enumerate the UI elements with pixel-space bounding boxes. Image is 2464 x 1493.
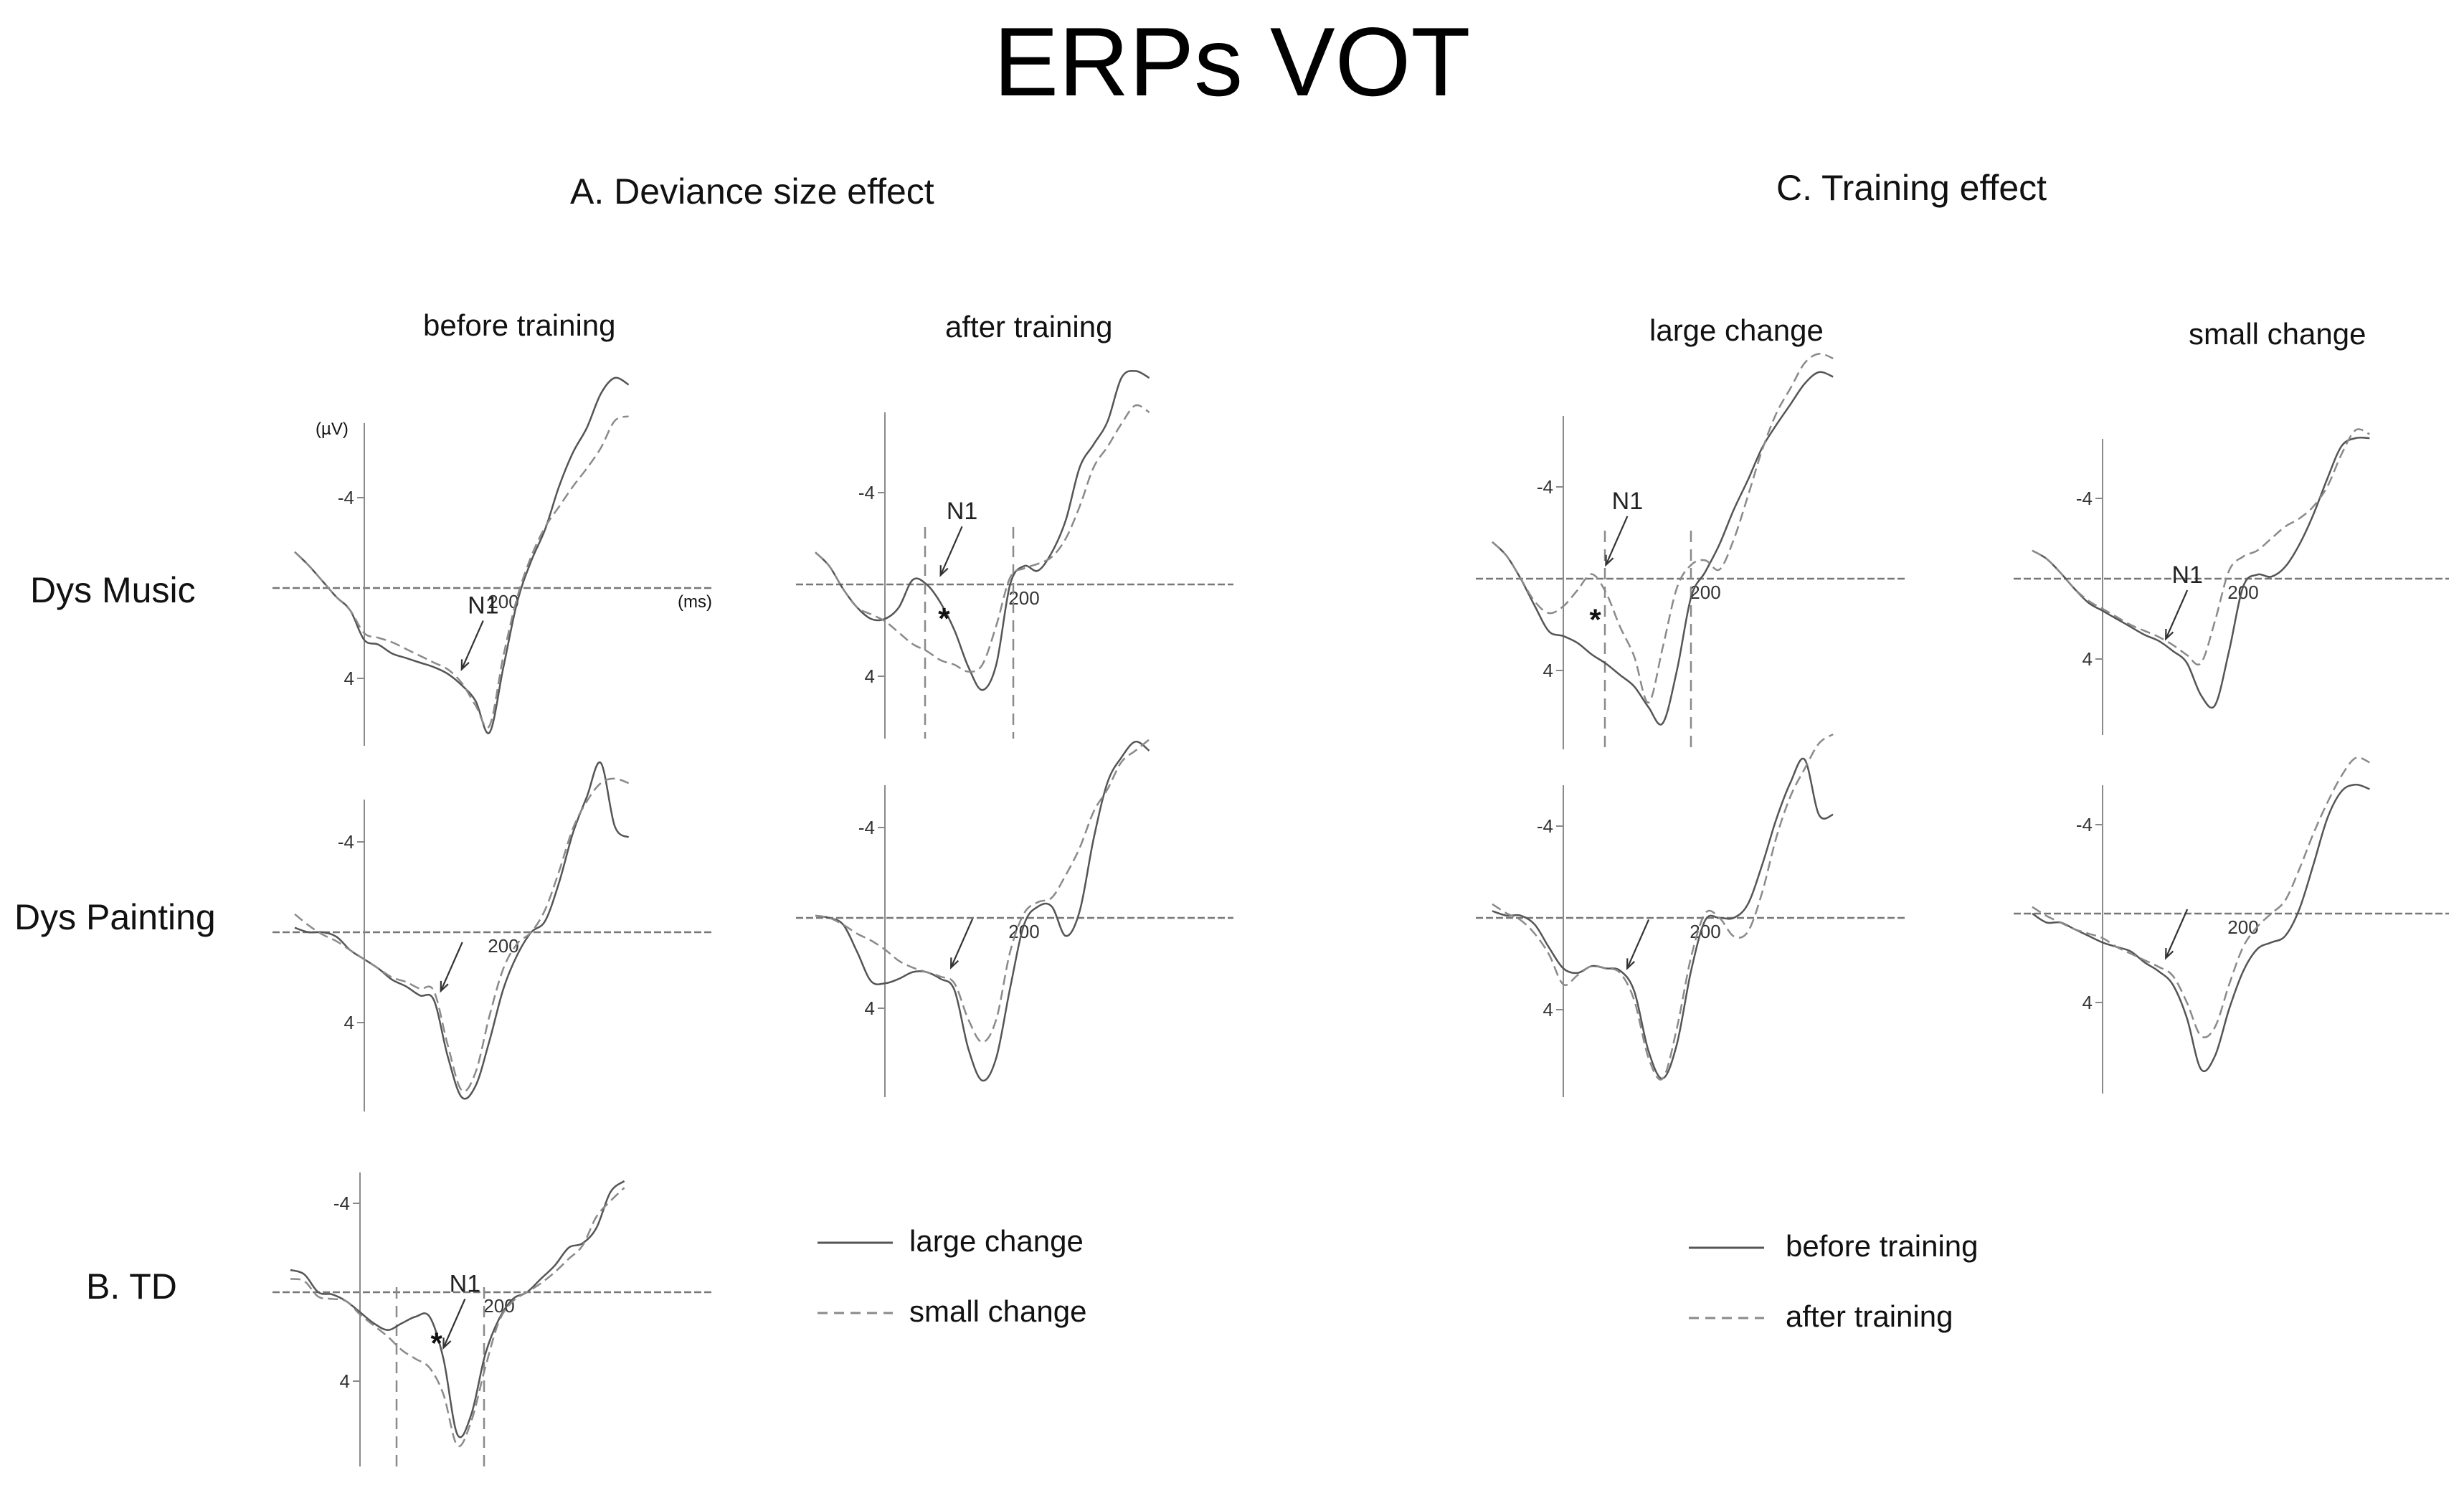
y-tick-label: 4 [344,1012,354,1033]
n1-arrow-head [2165,628,2174,641]
x-tick-label: 200 [488,935,518,957]
y-tick-label: -4 [1537,476,1553,498]
panel-large-music: -4 4 200 N1 * [1476,353,1908,749]
legend-after-training: after training [1786,1299,1953,1333]
n1-arrow-head [440,980,449,993]
n1-arrow [1626,919,1650,969]
y-tick-label: 4 [340,1370,350,1392]
column-label-small-change: small change [2189,317,2366,351]
figure-title: ERPs VOT [993,7,1471,116]
y-tick-label: -4 [333,1193,350,1214]
series-line-solid [2032,783,2370,1073]
section-a-heading: A. Deviance size effect [570,171,934,212]
series-line-solid [1492,757,1834,1080]
n1-arrow-head [1605,554,1614,567]
n1-label: N1 [1612,488,1643,515]
row-label-td: B. TD [86,1266,177,1307]
series-line-dashed [294,415,629,729]
n1-arrow [939,526,963,576]
n1-label: N1 [2171,561,2202,589]
n1-arrow [950,918,974,968]
legend-small-change: small change [909,1294,1087,1328]
series-line-dashed [1492,733,1834,1081]
y-unit-label: (µV) [316,420,349,439]
column-label-after-training: after training [945,310,1113,343]
panel-painting-before: -4 4 200 [273,761,714,1112]
legend-large-change: large change [909,1224,1084,1258]
column-label-before-training: before training [423,308,616,342]
n1-label: N1 [468,592,498,619]
section-c-heading: C. Training effect [1776,167,2047,209]
y-tick-label: -4 [858,817,875,838]
series-line-dashed [294,777,630,1093]
section-c-title: Training effect [1821,168,2047,208]
y-tick-label: -4 [2076,814,2093,835]
series-line-solid [815,370,1150,691]
n1-arrow [1605,516,1629,566]
n1-arrow-head [1626,958,1636,970]
legend-training [1689,1246,1764,1319]
x-tick-label: 200 [2227,916,2258,938]
x-tick-label: 200 [1690,921,1720,942]
y-tick-label: 4 [865,997,875,1019]
y-tick-label: 4 [865,665,875,687]
n1-arrow-head [2165,947,2174,960]
significance-asterisk: * [431,1326,443,1360]
y-tick-label: 4 [1543,660,1553,681]
x-unit-label: (ms) [678,592,712,612]
n1-arrow-head [939,565,949,577]
n1-arrow-head [460,659,470,671]
series-line-dashed [1492,353,1834,704]
legend-deviance [818,1241,893,1314]
series-line-solid [290,1180,625,1439]
row-label-dys-painting: Dys Painting [14,897,216,937]
y-tick-label: -4 [338,831,354,853]
n1-label: N1 [947,498,977,525]
significance-asterisk: * [1589,603,1601,637]
series-line-solid [815,741,1150,1082]
n1-arrow [460,620,484,670]
section-a-title: Deviance size effect [614,171,934,212]
section-a-letter: A. [570,171,605,212]
series-line-dashed [815,404,1150,673]
row-label-dys-music: Dys Music [30,570,196,610]
panel-small-painting: -4 4 200 [2014,757,2449,1094]
y-tick-label: -4 [858,482,875,503]
legend-before-training: before training [1786,1229,1979,1263]
panel-large-painting: -4 4 200 [1476,733,1908,1097]
series-line-solid [2032,436,2370,709]
section-c-letter: C. [1776,168,1812,208]
y-tick-label: 4 [2082,992,2093,1013]
n1-label: N1 [450,1271,480,1298]
series-line-dashed [815,739,1150,1043]
n1-arrow [440,942,463,992]
series-line-dashed [2032,428,2370,666]
series-line-solid [294,761,630,1100]
series-line-dashed [290,1187,625,1448]
y-tick-label: 4 [2082,648,2093,670]
y-tick-label: -4 [2076,488,2093,509]
column-label-large-change: large change [1649,313,1824,347]
x-tick-label: 200 [1690,582,1720,603]
y-tick-label: -4 [1537,815,1553,837]
n1-arrow-head [442,1337,452,1350]
n1-arrow [442,1299,466,1348]
series-line-solid [1492,371,1834,726]
y-tick-label: -4 [338,487,354,508]
n1-arrow [2165,589,2189,640]
n1-arrow [2165,909,2189,959]
y-tick-label: 4 [344,668,354,689]
series-line-dashed [2032,757,2370,1038]
x-tick-label: 200 [483,1295,514,1317]
significance-asterisk: * [938,602,950,635]
y-tick-label: 4 [1543,999,1553,1020]
n1-arrow-head [950,957,959,970]
